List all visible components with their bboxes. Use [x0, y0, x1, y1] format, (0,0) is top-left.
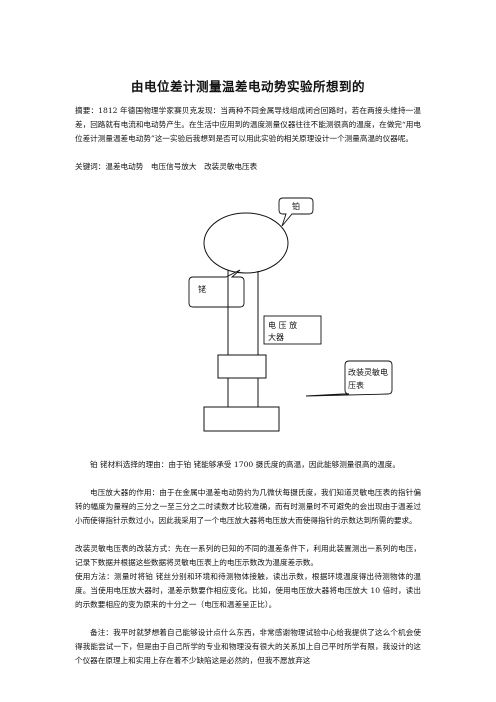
voltmeter-label-line1: 改装灵敏电 — [348, 367, 388, 377]
platinum-callout: 铂 — [278, 197, 314, 227]
remarks-paragraph: 备注：我平时就梦想着自己能够设计点什么东西，非常感谢物理试验中心给我提供了这么个… — [75, 628, 421, 665]
abstract-paragraph: 摘要：1812 年德国物理学家赛贝克发现：当两种不同金属导线组成闭合回路时，若在… — [75, 106, 421, 143]
amplifier-label-line2: 大器 — [268, 332, 284, 342]
amplifier-box — [263, 315, 322, 345]
iron-label: 铑 — [198, 284, 206, 294]
junction-ellipse — [203, 212, 289, 274]
voltmeter-modification-paragraph: 改装灵敏电压表的改装方式：先在一系列的已知的不同的温差条件下，利用此装置测出一系… — [75, 544, 421, 567]
voltmeter-callout: 改装灵敏电 压表 — [305, 360, 393, 397]
amplifier-block — [217, 354, 267, 379]
amplifier-label-line1: 电 压 放 — [268, 320, 297, 330]
amplifier-purpose-paragraph: 电压放大器的作用：由于在金属中温差电动势约为几微伏每摄氏度，我们知道灵敏电压表的… — [75, 488, 421, 525]
voltmeter-label-line2: 压表 — [348, 380, 364, 390]
keywords-line: 关键词：温差电动势 电压信号放大 改装灵敏电压表 — [75, 162, 258, 171]
document-title: 由电位差计测量温差电动势实验所想到的 — [130, 79, 365, 94]
voltmeter-block — [203, 406, 280, 432]
iron-callout: 铑 — [188, 269, 245, 308]
material-reason-paragraph: 铂 铑材料选择的理由：由于铂 铑能够承受 1700 摄氏度的高温，因此能够测量很… — [90, 460, 400, 469]
usage-paragraph: 使用方法：测量时将铂 铑丝分别和环境和待测物体接触，读出示数，根据环境温度得出待… — [75, 572, 421, 609]
platinum-label: 铂 — [292, 201, 300, 211]
